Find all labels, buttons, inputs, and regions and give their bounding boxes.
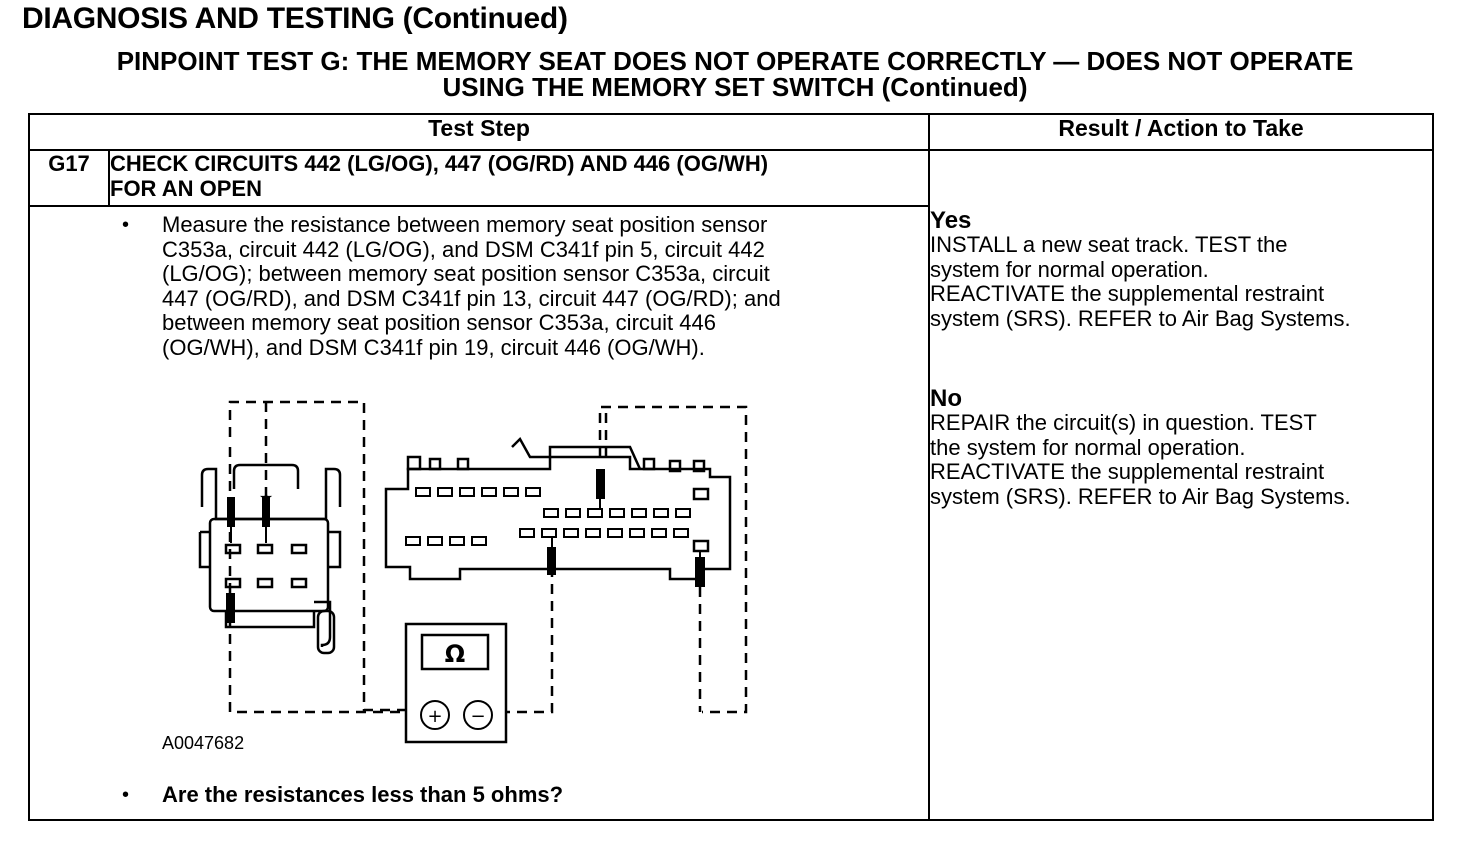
result-no-line: the system for normal operation. <box>930 434 1246 460</box>
probe-icon <box>262 497 270 543</box>
result-yes-line: INSTALL a new seat track. TEST the <box>930 232 1288 257</box>
instruction-line: (OG/WH), and DSM C341f pin 19, circuit 4… <box>162 334 705 360</box>
instruction-line: Measure the resistance between memory se… <box>162 212 768 237</box>
probe-icon <box>547 537 556 575</box>
step-title-line-2: FOR AN OPEN <box>110 176 262 201</box>
probe-icon <box>227 497 235 543</box>
result-column: Yes INSTALL a new seat track. TEST the s… <box>928 149 1435 821</box>
probe-icon <box>226 587 235 623</box>
probe-icon <box>695 551 705 587</box>
probe-icon <box>596 469 605 509</box>
ohm-symbol: Ω <box>445 640 465 668</box>
result-yes-line: REACTIVATE the supplemental restraint <box>930 281 1325 306</box>
step-title-line-1: CHECK CIRCUITS 442 (LG/OG), 447 (OG/RD) … <box>110 151 769 176</box>
pinpoint-test-title: PINPOINT TEST G: THE MEMORY SEAT DOES NO… <box>40 48 1430 100</box>
result-no-line: REPAIR the circuit(s) in question. TEST <box>930 410 1317 435</box>
result-no-line: REACTIVATE the supplemental restraint <box>930 459 1325 484</box>
dsm-connector <box>384 436 732 581</box>
pinpoint-test-table: Test Step Result / Action to Take G17 CH… <box>27 113 1435 821</box>
ohmmeter <box>404 622 508 744</box>
meter-plus-terminal: + <box>427 706 442 727</box>
result-no-line: system (SRS). REFER to Air Bag Systems. <box>930 483 1351 509</box>
step-title: CHECK CIRCUITS 442 (LG/OG), 447 (OG/RD) … <box>107 149 931 207</box>
figure-id: A0047682 <box>162 733 245 753</box>
instruction-line: 447 (OG/RD), and DSM C341f pin 13, circu… <box>162 285 781 311</box>
result-yes-line: system (SRS). REFER to Air Bag Systems. <box>930 305 1351 331</box>
meter-minus-terminal: − <box>470 706 485 727</box>
step-id: G17 <box>28 149 110 207</box>
result-no-label: No <box>930 385 963 412</box>
result-no: No REPAIR the circuit(s) in question. TE… <box>930 387 1432 509</box>
section-title: DIAGNOSIS AND TESTING (Continued) <box>22 2 568 35</box>
result-yes-line: system for normal operation. <box>930 256 1209 282</box>
step-body: • Measure the resistance between memory … <box>27 205 931 821</box>
result-yes: Yes INSTALL a new seat track. TEST the s… <box>930 209 1432 331</box>
header-test-step: Test Step <box>27 113 931 151</box>
test-title-line-2: USING THE MEMORY SET SWITCH (Continued) <box>442 72 1028 102</box>
position-sensor-connector <box>198 463 342 655</box>
instruction-line: between memory seat position sensor C353… <box>162 310 716 335</box>
instruction-line: C353a, circuit 442 (LG/OG), and DSM C341… <box>162 236 765 262</box>
instruction-line: (LG/OG); between memory seat position se… <box>162 261 770 286</box>
circuit-diagram: ★ <box>198 400 748 744</box>
bullet-icon: • <box>122 214 130 236</box>
result-yes-label: Yes <box>930 207 972 234</box>
dsm-pin-row <box>405 487 691 546</box>
header-result: Result / Action to Take <box>928 113 1435 151</box>
bullet-icon: • <box>122 784 130 806</box>
test-title-line-1: PINPOINT TEST G: THE MEMORY SEAT DOES NO… <box>116 46 1354 76</box>
question-text: Are the resistances less than 5 ohms? <box>162 782 564 807</box>
